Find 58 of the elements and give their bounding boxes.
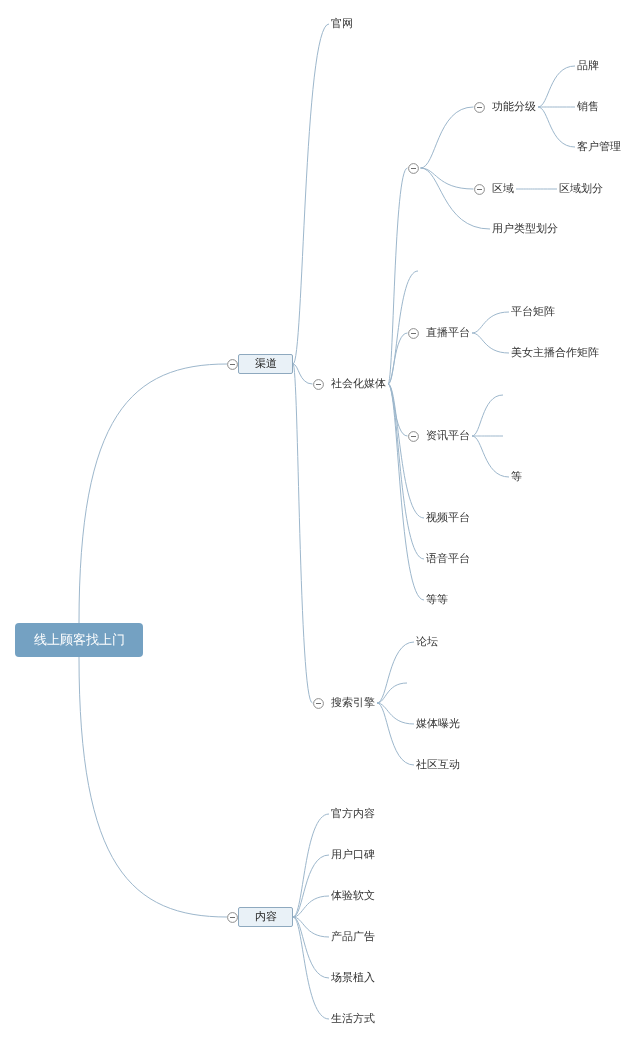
topic-label: 社区互动: [416, 758, 460, 772]
topic-label: 品牌: [577, 59, 599, 73]
connector-line: [515, 188, 558, 190]
connector-line: [292, 813, 330, 918]
connector-line: [387, 332, 408, 385]
connector-line: [78, 363, 228, 624]
topic-box: 内容: [238, 907, 293, 927]
topic-label: 区域划分: [559, 182, 603, 196]
connector-line: [471, 311, 510, 334]
topic-label: 平台矩阵: [511, 305, 555, 319]
connector-line: [387, 167, 408, 385]
connector-line: [292, 916, 330, 1020]
topic-box: 渠道: [238, 354, 293, 374]
connector-line: [376, 702, 415, 766]
topic-label: 官方内容: [331, 807, 375, 821]
connector-line: [292, 895, 330, 918]
topic-label: 用户类型划分: [492, 222, 558, 236]
topic-label: 美女主播合作矩阵: [511, 346, 599, 360]
topic-label: 场景植入: [331, 971, 375, 985]
connector-line: [420, 106, 474, 169]
connector-line: [537, 65, 576, 108]
connector-line: [537, 106, 576, 108]
collapse-icon: [407, 162, 419, 174]
connector-line: [292, 916, 330, 979]
topic-label: 用户口碑: [331, 848, 375, 862]
connector-line: [292, 854, 330, 918]
connector-line: [387, 383, 425, 560]
topic-label: 语音平台: [426, 552, 470, 566]
topic-label: 客户管理: [577, 140, 621, 154]
topic-label: 区域: [492, 182, 514, 196]
topic-label: 社会化媒体: [331, 377, 386, 391]
connector-line: [78, 656, 228, 918]
connector-line: [292, 363, 313, 704]
connector-line: [420, 167, 491, 230]
topic-label: 搜索引擎: [331, 696, 375, 710]
topic-label: 论坛: [416, 635, 438, 649]
topic-label: 生活方式: [331, 1012, 375, 1026]
topic-label: 视频平台: [426, 511, 470, 525]
connector-line: [471, 394, 504, 437]
topic-box: 线上顾客找上门: [15, 623, 143, 657]
connector-line: [387, 383, 425, 601]
connector-line: [471, 332, 510, 354]
topic-label: 产品广告: [331, 930, 375, 944]
topic-label: 官网: [331, 17, 353, 31]
topic-label: 功能分级: [492, 100, 536, 114]
connector-line: [292, 23, 330, 365]
topic-label: 资讯平台: [426, 429, 470, 443]
connector-line: [471, 435, 510, 478]
topic-label: 体验软文: [331, 889, 375, 903]
topic-label: 等等: [426, 593, 448, 607]
connector-line: [292, 363, 313, 385]
connector-line: [376, 682, 408, 704]
topic-label: 媒体曝光: [416, 717, 460, 731]
connector-line: [537, 106, 576, 148]
topic-label: 等: [511, 470, 522, 484]
connector-line: [471, 435, 504, 437]
topic-label: 直播平台: [426, 326, 470, 340]
topic-label: 销售: [577, 100, 599, 114]
